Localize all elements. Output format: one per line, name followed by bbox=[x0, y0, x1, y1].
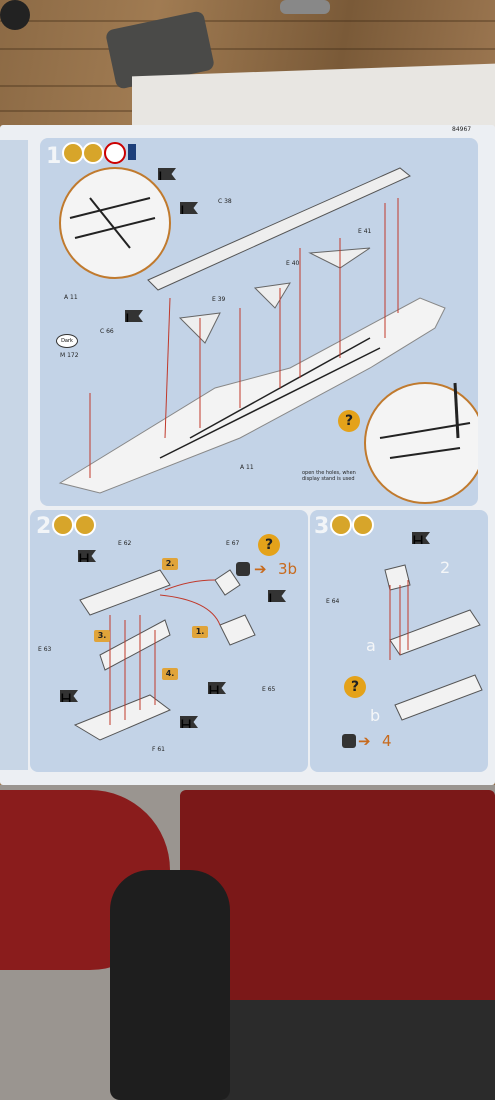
black-shoe bbox=[110, 870, 230, 1100]
part-label: C 66 bbox=[100, 328, 114, 335]
question-icon: ? bbox=[338, 410, 360, 432]
variant-label: b bbox=[370, 706, 381, 725]
part-label: A 11 bbox=[240, 464, 254, 471]
part-flag: H bbox=[78, 550, 96, 562]
part-label: E 40 bbox=[286, 260, 300, 267]
box-icon bbox=[236, 562, 250, 576]
substep-1: 1. bbox=[192, 626, 208, 638]
part-flag: I bbox=[125, 310, 143, 322]
paint-icon bbox=[82, 142, 104, 164]
part-label: A 11 bbox=[64, 294, 78, 301]
part-label: E 67 bbox=[226, 540, 240, 547]
page-number: 84967 bbox=[452, 126, 472, 133]
left-page-edge bbox=[0, 140, 28, 770]
glue-icon bbox=[52, 514, 74, 536]
clock-icon bbox=[104, 142, 126, 164]
part-flag: I bbox=[158, 168, 176, 180]
part-label: M 172 bbox=[60, 352, 79, 359]
part-label: E 62 bbox=[118, 540, 132, 547]
assembly-diagram bbox=[58, 167, 478, 504]
part-flag: H bbox=[412, 532, 430, 544]
ref-arrow-icon: ➔ bbox=[254, 560, 267, 578]
substep-4: 4. bbox=[162, 668, 178, 680]
ref-step: 3b bbox=[278, 560, 298, 578]
part-flag: H bbox=[60, 690, 78, 702]
step-1-panel: 1 I I I C 38 E 41 E 40 E 39 C 66 bbox=[40, 138, 478, 506]
question-icon: ? bbox=[344, 676, 366, 698]
paint-dark-label: Dark bbox=[56, 334, 78, 348]
step-number: 1 bbox=[46, 144, 62, 169]
metal-tool bbox=[280, 0, 330, 14]
variant-label: 2 bbox=[440, 558, 451, 577]
step-2-panel: 2 H H H H I E 62 E 67 E 63 E 65 F 61 1. … bbox=[30, 510, 308, 772]
ref-arrow-icon: ➔ bbox=[358, 732, 371, 750]
dark-floor bbox=[200, 1000, 495, 1100]
substep-2: 2. bbox=[162, 558, 178, 570]
paint-icon bbox=[74, 514, 96, 536]
glue-bottle-icon bbox=[128, 144, 136, 160]
assembly-diagram bbox=[384, 564, 483, 721]
callout-text: open the holes, when display stand is us… bbox=[302, 470, 356, 482]
step-3-panel: 3 H E 64 2 a b ? ➔ 4 bbox=[310, 510, 488, 772]
substep-3: 3. bbox=[94, 630, 110, 642]
part-label: E 41 bbox=[358, 228, 372, 235]
part-flag: I bbox=[268, 590, 286, 602]
variant-label: a bbox=[366, 636, 376, 655]
part-label: F 61 bbox=[152, 746, 165, 753]
part-flag: I bbox=[180, 202, 198, 214]
assembly-diagram bbox=[73, 569, 256, 741]
part-label: E 63 bbox=[38, 646, 52, 653]
box-icon bbox=[342, 734, 356, 748]
part-label: E 64 bbox=[326, 598, 340, 605]
jar-lid bbox=[0, 0, 30, 30]
part-flag: H bbox=[208, 682, 226, 694]
part-label: E 65 bbox=[262, 686, 276, 693]
paint-icon bbox=[352, 514, 374, 536]
question-icon: ? bbox=[258, 534, 280, 556]
part-label: C 38 bbox=[218, 198, 232, 205]
part-flag: H bbox=[180, 716, 198, 728]
ref-step: 4 bbox=[382, 732, 392, 750]
glue-icon bbox=[330, 514, 352, 536]
step-number: 2 bbox=[36, 514, 52, 539]
part-label: E 39 bbox=[212, 296, 226, 303]
step-number: 3 bbox=[314, 514, 330, 539]
